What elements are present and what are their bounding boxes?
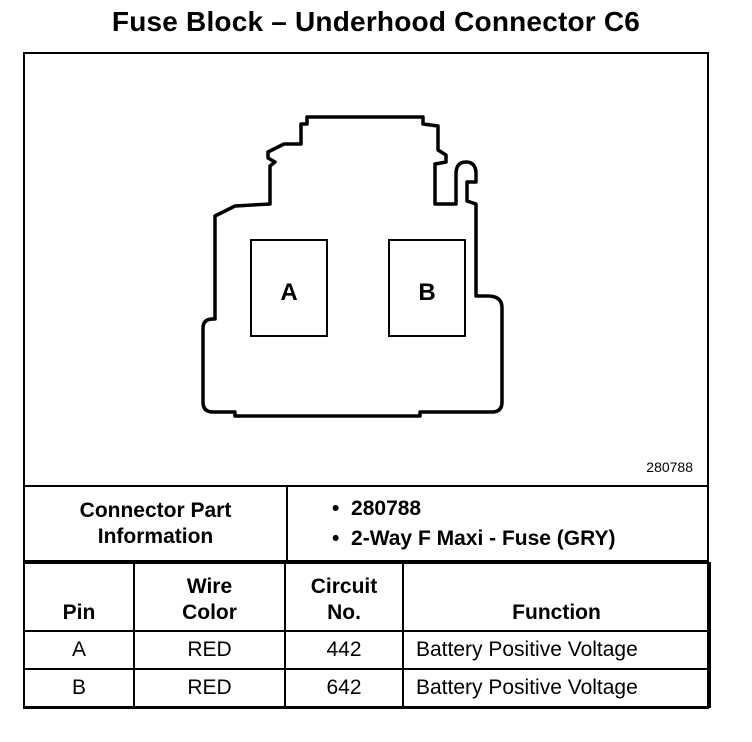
header-function: Function: [402, 562, 711, 632]
part-info-item: • 2-Way F Maxi - Fuse (GRY): [332, 526, 616, 550]
connector-figure-frame: A B 280788 Connector Part Information • …: [23, 52, 711, 709]
cell-circuit: 442: [284, 630, 404, 670]
cavity-a-label: A: [280, 279, 297, 306]
cavity-b-label: B: [418, 279, 435, 306]
header-wire-color: Wire Color: [133, 562, 286, 632]
table-header-row: Pin Wire Color Circuit No. Function: [23, 562, 711, 632]
cell-wire-color: RED: [133, 630, 286, 670]
cavity-b: [388, 239, 466, 337]
cell-wire-color: RED: [133, 668, 286, 708]
table-row: A RED 442 Battery Positive Voltage: [23, 630, 711, 670]
connector-part-info-label: Connector Part Information: [23, 485, 288, 562]
connector-face-drawing: A B: [201, 115, 504, 418]
connector-housing-outline: [201, 115, 504, 418]
page-title: Fuse Block – Underhood Connector C6: [111, 6, 641, 37]
figure-reference-number: 280788: [646, 459, 693, 475]
part-info-item: • 280788: [332, 496, 422, 520]
header-circuit-no: Circuit No.: [284, 562, 404, 632]
pin-assignment-table: Pin Wire Color Circuit No. Function A RE…: [23, 562, 711, 708]
header-pin: Pin: [23, 562, 135, 632]
cell-pin: B: [23, 668, 135, 708]
connector-part-info-values: • 280788 • 2-Way F Maxi - Fuse (GRY): [286, 485, 709, 562]
cell-pin: A: [23, 630, 135, 670]
table-row: B RED 642 Battery Positive Voltage: [23, 668, 711, 708]
cavity-a: [250, 239, 328, 337]
cell-function: Battery Positive Voltage: [402, 630, 711, 670]
cell-circuit: 642: [284, 668, 404, 708]
cell-function: Battery Positive Voltage: [402, 668, 711, 708]
connector-part-info-table: Connector Part Information • 280788 • 2-…: [23, 485, 709, 562]
